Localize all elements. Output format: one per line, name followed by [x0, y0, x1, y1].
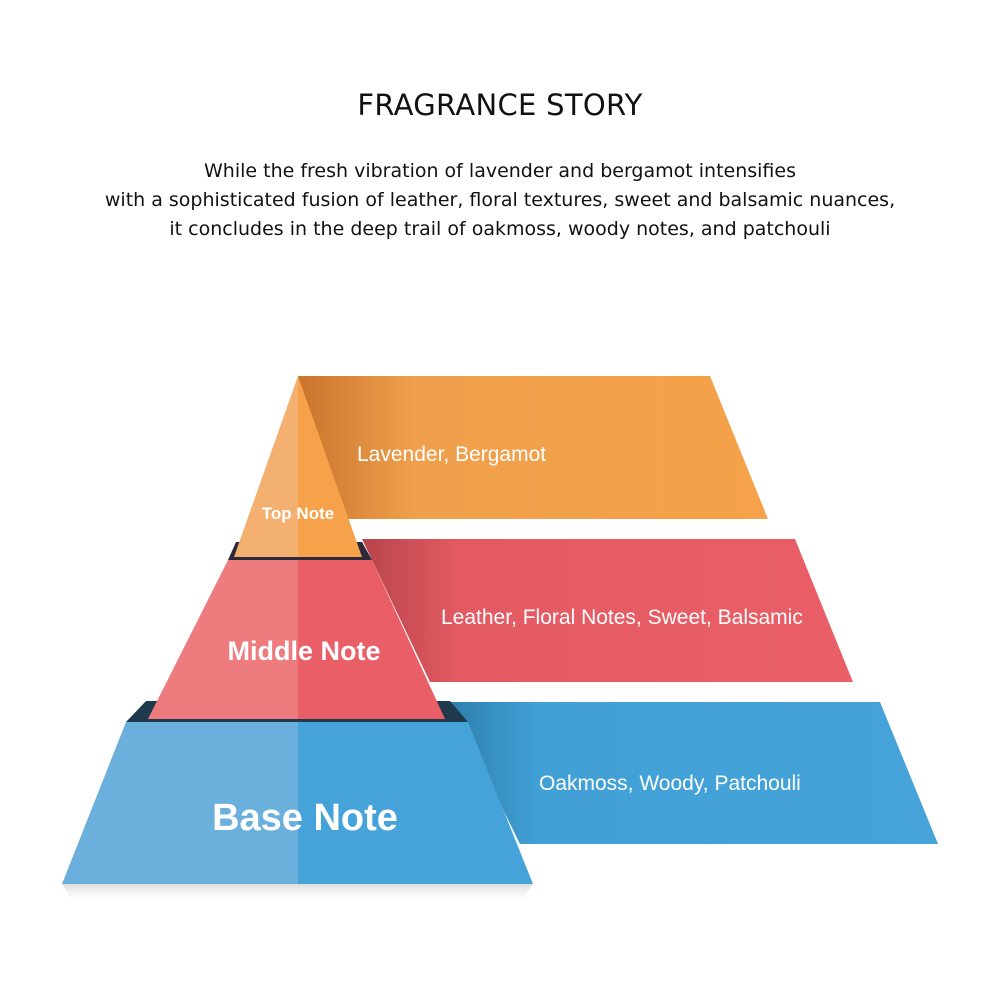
middle-note-band	[362, 539, 853, 682]
top-note-ingredients: Lavender, Bergamot	[357, 443, 546, 466]
base-note-label: Base Note	[212, 797, 398, 839]
base-note-band	[450, 702, 938, 844]
middle-tier-left	[148, 560, 298, 719]
description: While the fresh vibration of lavender an…	[0, 157, 1000, 244]
middle-note-label: Middle Note	[228, 636, 381, 666]
base-note-ingredients: Oakmoss, Woody, Patchouli	[539, 772, 801, 795]
top-tier-right	[298, 376, 362, 557]
base-tier-left	[62, 722, 298, 884]
top-note-band	[298, 376, 768, 519]
top-note-label: Top Note	[262, 504, 334, 523]
top-tier-left	[234, 376, 298, 557]
description-line-2: with a sophisticated fusion of leather, …	[104, 189, 896, 211]
middle-tier-right	[298, 560, 445, 719]
diagram-title: FRAGRANCE STORY	[357, 88, 643, 122]
description-line-1: While the fresh vibration of lavender an…	[204, 160, 796, 182]
description-line-3: it concludes in the deep trail of oakmos…	[169, 218, 831, 240]
base-tier-right	[298, 722, 533, 884]
middle-note-ingredients: Leather, Floral Notes, Sweet, Balsamic	[441, 606, 803, 629]
floor-shadow	[62, 884, 533, 904]
